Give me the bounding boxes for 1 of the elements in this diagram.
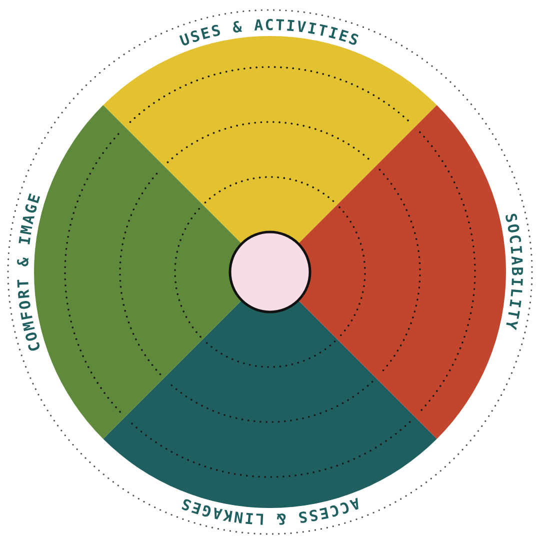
center-circle	[228, 230, 312, 314]
